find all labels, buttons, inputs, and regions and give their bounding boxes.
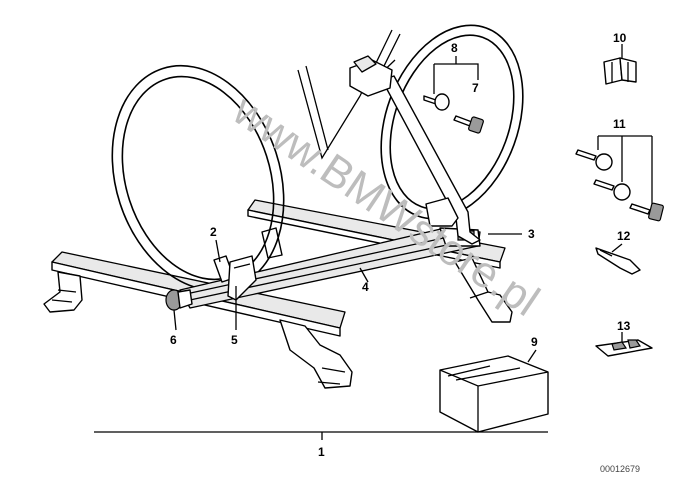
adjusting-knob xyxy=(165,289,193,311)
part-label-8: 8 xyxy=(451,41,458,55)
part-label-5: 5 xyxy=(231,333,238,347)
part-label-10: 10 xyxy=(613,31,627,45)
bracket-13 xyxy=(595,339,653,357)
wheel-holder xyxy=(213,255,257,301)
part-label-3: 3 xyxy=(528,227,535,241)
lock-and-key-set xyxy=(423,93,484,134)
catalog-code: 00012679 xyxy=(600,464,640,474)
box xyxy=(439,355,549,433)
part-label-1: 1 xyxy=(318,445,325,459)
lock-set-11 xyxy=(575,149,664,222)
part-label-13: 13 xyxy=(617,319,631,333)
part-label-2: 2 xyxy=(210,225,217,239)
part-label-7: 7 xyxy=(472,81,479,95)
part-label-4: 4 xyxy=(362,280,369,294)
part-label-12: 12 xyxy=(617,229,631,243)
clip-part-10 xyxy=(603,57,637,85)
leader-lines xyxy=(94,44,653,440)
key-blade-12 xyxy=(595,247,641,275)
part-label-11: 11 xyxy=(613,117,626,131)
part-label-9: 9 xyxy=(531,335,538,349)
frame-holder-arm xyxy=(349,55,481,245)
part-label-6: 6 xyxy=(170,333,177,347)
